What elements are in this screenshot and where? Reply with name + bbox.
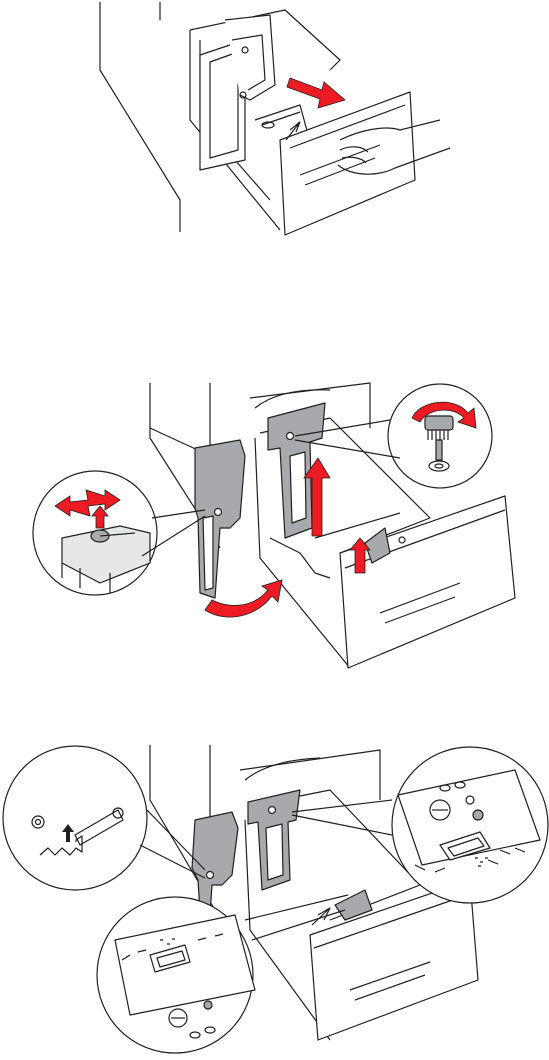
pull-arrow [287, 78, 345, 108]
step-3-panel [0, 740, 549, 1060]
swing-guide-arrow [205, 580, 282, 617]
step-1-panel [0, 0, 549, 240]
step-1-illustration [0, 0, 549, 240]
step-2-illustration [0, 378, 549, 683]
step-2-panel [0, 378, 549, 683]
step-3-illustration [0, 740, 549, 1060]
